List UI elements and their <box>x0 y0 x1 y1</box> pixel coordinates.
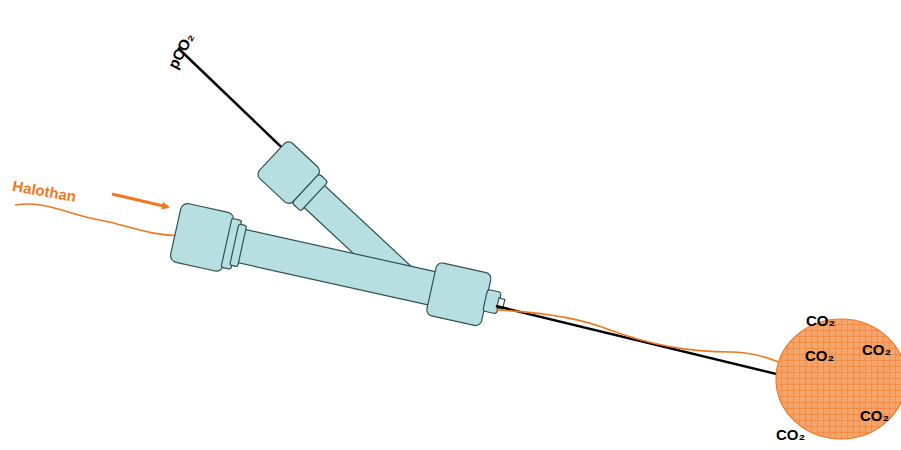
region-label: CO₂ <box>805 348 834 365</box>
sensor-label: pCO₂ <box>165 30 198 72</box>
gas-label: CO₂ <box>806 313 835 330</box>
gas-label: CO₂ <box>862 342 891 359</box>
gas-inlet-label: Halothan <box>11 178 77 205</box>
gas-label: CO₂ <box>776 427 805 444</box>
gas-label: CO₂ <box>860 408 889 425</box>
